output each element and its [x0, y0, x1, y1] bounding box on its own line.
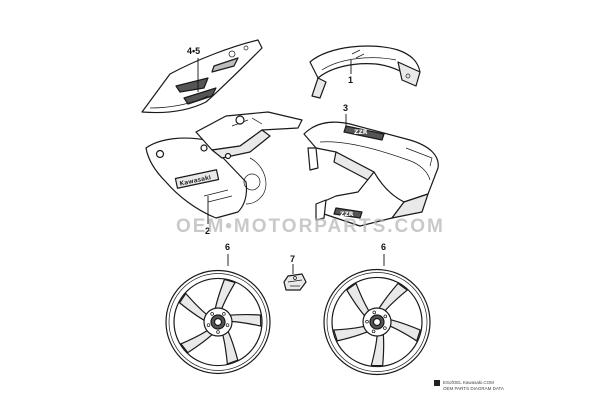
hub-bolt: [383, 314, 388, 319]
footer-line-2: OEM PARTS DIAGRAM DATA: [443, 386, 504, 391]
wheel-spoke: [387, 318, 421, 342]
wheel-spoke: [346, 282, 371, 318]
hub-bolt: [371, 329, 376, 334]
callout-2: 2: [205, 226, 210, 236]
wheel-spoke: [370, 331, 385, 367]
part-tank-cover-decal[interactable]: [141, 39, 263, 114]
rim-edge: [168, 273, 268, 371]
part-clip[interactable]: [283, 273, 307, 291]
callout-3: 3: [343, 103, 348, 113]
hub-bolt: [225, 323, 230, 327]
wheel-spoke: [180, 328, 215, 354]
callouts: 1 4•5 3 2 6 6 7: [187, 46, 386, 264]
callout-1: 1: [348, 75, 353, 85]
hub-bolt: [365, 319, 369, 324]
hub-bolt: [222, 312, 226, 316]
part-front-fender[interactable]: [309, 45, 421, 99]
wheel-spoke: [178, 292, 209, 322]
part-wheel-front[interactable]: [165, 269, 271, 375]
wheel-spoke: [227, 313, 262, 327]
callout-7: 7: [290, 254, 295, 264]
part-side-cover[interactable]: Kawasaki: [145, 111, 303, 219]
wheel-spoke: [221, 328, 239, 365]
wheel-spoke: [214, 278, 236, 312]
callout-6-front: 6: [225, 242, 230, 252]
callout-6-rear: 6: [381, 242, 386, 252]
part-wheel-rear[interactable]: [323, 268, 431, 376]
footer-line-1: ESofOEL Kawasaki.COM: [443, 380, 494, 385]
zzr-decal-bottom: ZZR: [333, 207, 363, 219]
axle-hole: [372, 317, 382, 327]
zzr-decal-top: ZZR: [343, 125, 385, 141]
zzr-decal-top-text: ZZR: [354, 129, 368, 136]
hub-bolt: [383, 326, 387, 330]
hub-bolt: [206, 323, 211, 327]
wheel-spoke: [333, 325, 370, 342]
zzr-decal-bottom-text: ZZR: [340, 211, 354, 218]
part-tail-cowl[interactable]: ZZR ZZR: [303, 121, 439, 227]
axle-hole: [213, 317, 223, 327]
wheel-spoke: [377, 282, 408, 313]
callout-4-5: 4•5: [187, 46, 200, 56]
leader-lines: [197, 58, 385, 274]
footer-logo-icon: [434, 380, 440, 386]
footer-stamp: ESofOEL Kawasaki.COM OEM PARTS DIAGRAM D…: [434, 380, 504, 391]
rim-edge: [326, 272, 428, 372]
hub-bolt: [372, 310, 376, 315]
hub-bolt: [216, 330, 220, 334]
watermark: OEM•MOTORPARTS.COM: [176, 216, 445, 237]
hub-bolt: [210, 312, 214, 316]
